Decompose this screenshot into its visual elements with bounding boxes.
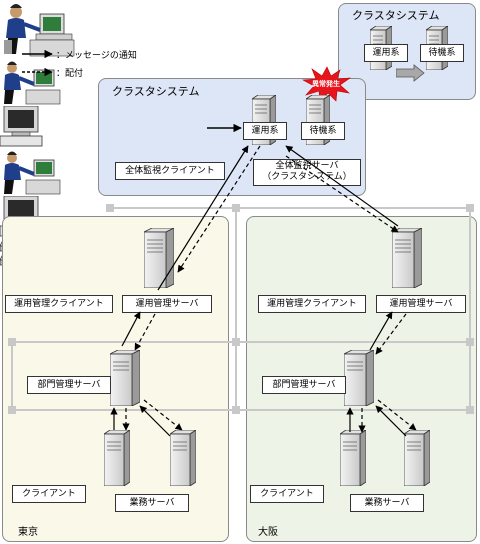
- main-active-label: 運用系: [243, 122, 287, 140]
- main-cluster-title: クラスタシステム: [112, 85, 200, 98]
- tokyo-ops-to-dept-deliver: [134, 313, 156, 351]
- tokyo-to-cluster-notify: [157, 145, 249, 291]
- monitor-client-label: 全体監視クライアント: [115, 162, 225, 180]
- top-standby-label: 待機系: [420, 44, 464, 62]
- osaka-name: 大阪: [258, 527, 278, 538]
- tokyo-dept-server-label: 部門管理サーバ: [27, 376, 111, 394]
- osaka-to-cluster-notify: [285, 145, 399, 227]
- osaka-ops-server-label: 運用管理サーバ: [376, 295, 466, 313]
- main-standby-label: 待機系: [301, 122, 345, 140]
- tokyo-dept-server-icon: [110, 350, 140, 406]
- osaka-dept-server-label: 部門管理サーバ: [262, 376, 346, 394]
- osaka-business-server-1-icon: [340, 430, 366, 486]
- tokyo-ops-client-label: 運用管理クライアント: [5, 295, 113, 313]
- osaka-ops-client-person-icon: [0, 148, 480, 196]
- tokyo-business-server-2-icon: [170, 430, 196, 486]
- monitor-to-active-arrow: [207, 123, 242, 133]
- tokyo-client-label: クライアント: [12, 485, 86, 503]
- tokyo-client-pc-icon: [0, 106, 480, 148]
- osaka-dept-to-biz2-deliver: [377, 399, 417, 431]
- top-cluster-title: クラスタシステム: [352, 9, 440, 22]
- legend-deliver: ：配付: [56, 69, 84, 79]
- tokyo-business-server-1-icon: [104, 430, 130, 486]
- alert-text: 異常発生: [312, 80, 340, 88]
- monitor-client-person-icon: [0, 0, 480, 58]
- tokyo-business-server-label: 業務サーバ: [115, 494, 189, 512]
- legend-notify: ：メッセージの通知: [56, 51, 137, 61]
- osaka-dept-server-icon: [344, 350, 374, 406]
- osaka-ops-to-dept-deliver: [375, 313, 407, 355]
- alert-burst-icon: [302, 66, 352, 102]
- failover-arrow: [396, 64, 425, 82]
- legend-arrows: [22, 49, 53, 77]
- tokyo-biz2-to-dept-notify: [139, 405, 171, 437]
- osaka-dept-to-ops-notify: [369, 311, 393, 351]
- osaka-business-server-label: 業務サーバ: [350, 494, 424, 512]
- tokyo-dept-to-biz2-deliver: [143, 399, 183, 431]
- top-active-label: 運用系: [364, 44, 408, 62]
- cluster-to-osaka-deliver: [285, 155, 399, 233]
- osaka-ops-client-label: 運用管理クライアント: [258, 295, 366, 313]
- monitor-server-label-line2: （クラスタシステム）: [262, 172, 352, 182]
- osaka-biz2-to-dept-notify: [375, 405, 407, 437]
- cluster-to-tokyo-deliver: [177, 145, 261, 273]
- tokyo-name: 東京: [18, 527, 38, 538]
- monitor-server-label-line1: 全体監視サーバ: [275, 161, 339, 171]
- osaka-client-label: クライアント: [250, 485, 324, 503]
- monitor-server-label: 全体監視サーバ （クラスタシステム）: [253, 159, 361, 186]
- osaka-business-server-2-icon: [404, 430, 430, 486]
- tokyo-dept-to-ops-notify: [121, 311, 141, 347]
- tokyo-ops-server-label: 運用管理サーバ: [122, 295, 212, 313]
